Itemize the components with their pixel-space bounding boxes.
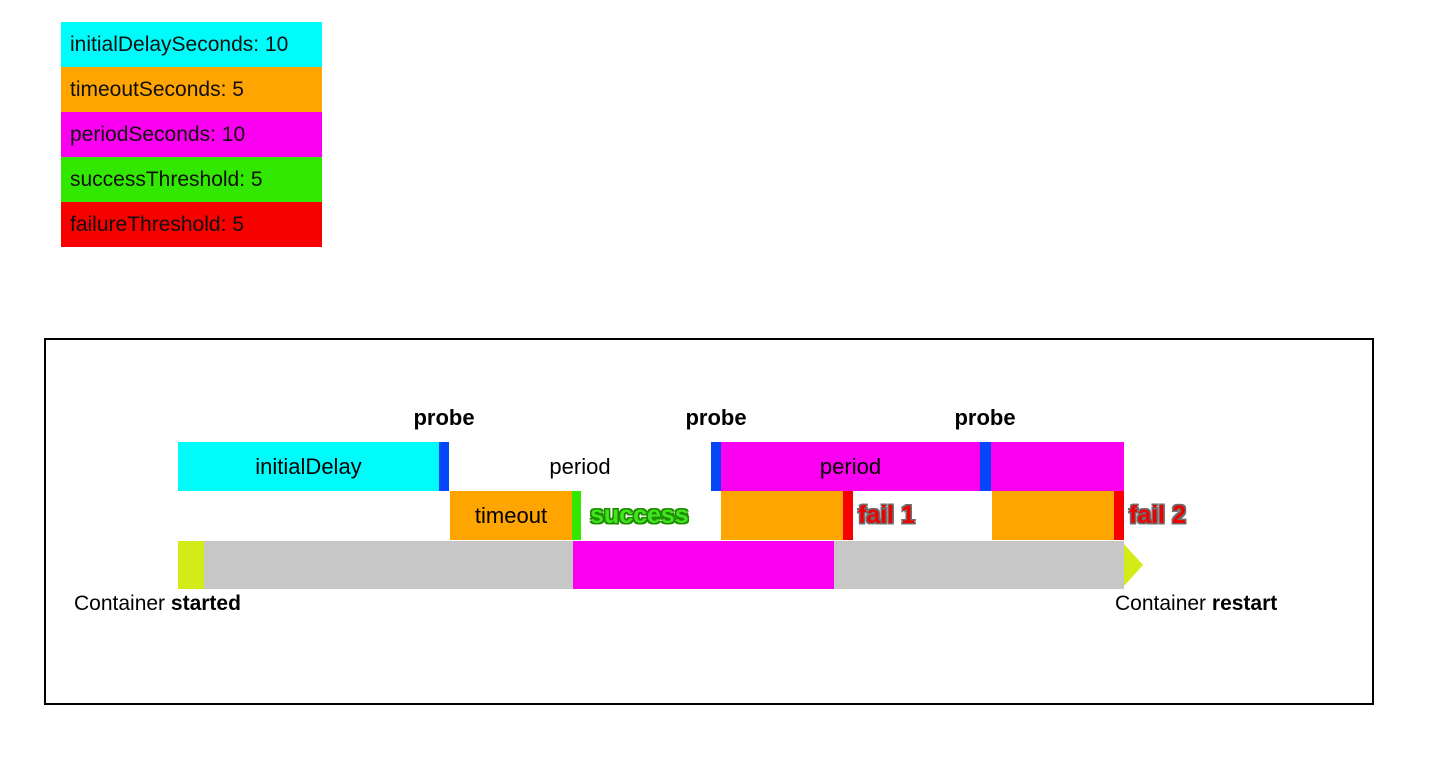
legend-item-success-threshold: successThreshold: 5: [61, 157, 322, 202]
success-marker: [572, 491, 581, 540]
timeout-bar-1: timeout: [450, 491, 572, 540]
success-label: success: [590, 501, 689, 529]
container-started-emphasis: started: [170, 592, 241, 615]
legend-label: initialDelaySeconds: 10: [70, 33, 289, 56]
timeline-segment-gray-2: [834, 541, 1124, 589]
container-restart-emphasis: restart: [1211, 592, 1278, 615]
probe-label-3: probe: [954, 405, 1016, 430]
legend-label: successThreshold: 5: [70, 168, 263, 191]
fail-marker-1: [843, 491, 853, 540]
container-started-label: Container started: [74, 592, 241, 616]
timeout-bar-3: [992, 491, 1114, 540]
container-started-prefix: Container: [74, 592, 171, 615]
probe-marker-2: [711, 442, 721, 491]
initial-delay-bar-label: initialDelay: [255, 453, 362, 479]
probe-label-2: probe: [685, 405, 747, 430]
container-restart-prefix: Container: [1115, 592, 1212, 615]
container-start-marker: [178, 541, 204, 589]
legend-label: timeoutSeconds: 5: [70, 78, 244, 101]
fail2-label: fail 2: [1129, 501, 1186, 529]
timeline-segment-gray-1: [204, 541, 573, 589]
probe-marker-3: [980, 442, 991, 491]
legend-item-timeout-seconds: timeoutSeconds: 5: [61, 67, 322, 112]
initial-delay-bar: initialDelay: [178, 442, 439, 491]
legend-item-period-seconds: periodSeconds: 10: [61, 112, 322, 157]
probe-marker-1: [439, 442, 449, 491]
period-bar: period: [721, 442, 980, 491]
timeline-segment-period: [573, 541, 834, 589]
fail1-label: fail 1: [858, 501, 915, 529]
period-bar-label: period: [819, 453, 882, 479]
container-restart-arrow-icon: [1124, 544, 1143, 586]
probe-label-1: probe: [413, 405, 475, 430]
legend-label: failureThreshold: 5: [70, 213, 244, 236]
period-bar-2: [991, 442, 1124, 491]
period-gap-label: period: [549, 454, 611, 479]
legend-label: periodSeconds: 10: [70, 123, 246, 146]
probe-settings-legend: initialDelaySeconds: 10 timeoutSeconds: …: [61, 22, 322, 247]
legend-item-initial-delay-seconds: initialDelaySeconds: 10: [61, 22, 322, 67]
timeout-bar-label: timeout: [474, 502, 548, 528]
probe-timeline-diagram: probe probe probe initialDelay period pe…: [44, 338, 1374, 705]
fail-marker-2: [1114, 491, 1124, 540]
timeout-bar-2: [721, 491, 843, 540]
legend-item-failure-threshold: failureThreshold: 5: [61, 202, 322, 247]
container-restart-label: Container restart: [1115, 592, 1277, 616]
